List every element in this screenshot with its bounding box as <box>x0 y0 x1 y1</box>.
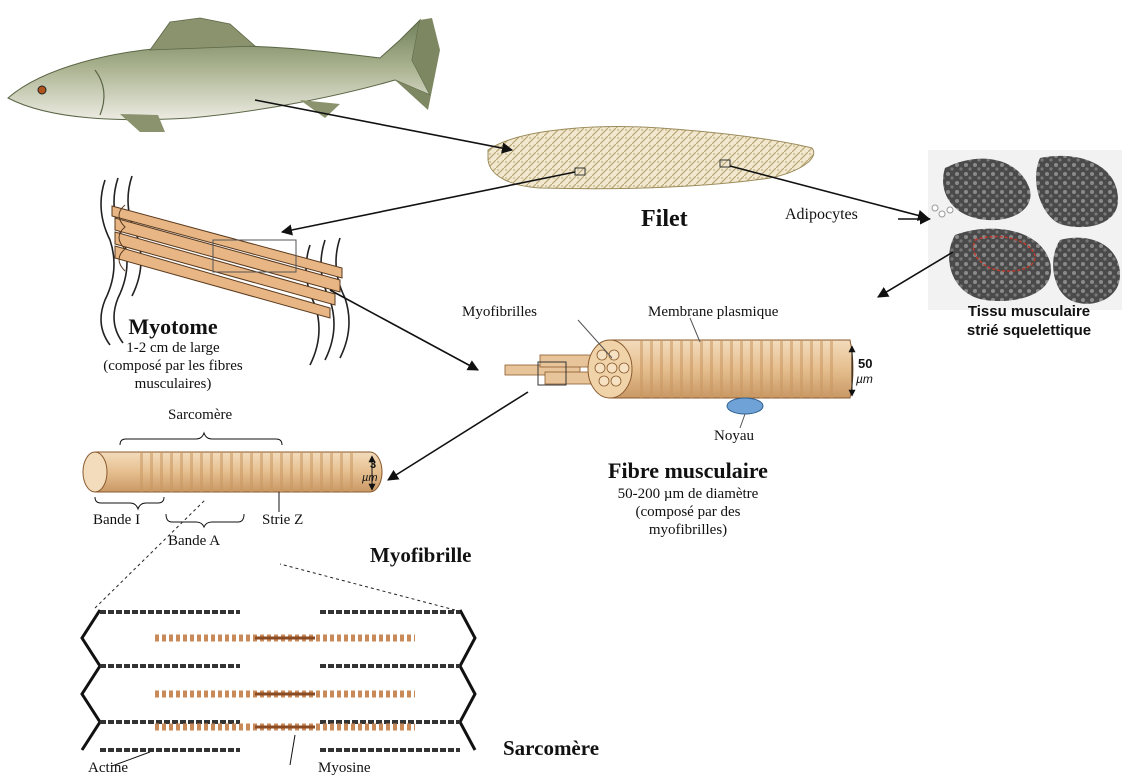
label-noyau: Noyau <box>714 428 754 445</box>
label-scale-3-unit: µm <box>362 472 378 485</box>
arrow-fish-to-filet <box>255 100 512 150</box>
label-myotome-title: Myotome <box>60 314 286 339</box>
label-tissu-line2: strié squelettique <box>935 322 1123 339</box>
label-filet: Filet <box>641 206 688 234</box>
label-tissu-line1: Tissu musculaire <box>935 303 1123 320</box>
label-scale-3: 3 <box>370 459 376 472</box>
label-fibre-line3: myofibrilles) <box>588 522 788 539</box>
label-sarcomere-bottom: Sarcomère <box>503 736 599 760</box>
label-scale-50: 50 <box>858 357 872 372</box>
sarcomere-illustration <box>82 500 475 766</box>
muscle-fiber-illustration <box>505 318 853 428</box>
arrow-fiber-to-myofibril <box>388 392 528 480</box>
tissue-cross-section <box>928 150 1122 310</box>
label-actine: Actine <box>88 760 128 777</box>
label-adipocytes: Adipocytes <box>785 206 858 224</box>
label-sarcomere-top: Sarcomère <box>168 407 232 424</box>
fish-illustration <box>8 18 440 132</box>
label-myotome-line3: musculaires) <box>60 376 286 393</box>
label-fibre-line1: 50-200 µm de diamètre <box>588 486 788 503</box>
label-myofibrille: Myofibrille <box>370 543 471 567</box>
label-bande-a: Bande A <box>168 533 220 550</box>
label-membrane: Membrane plasmique <box>648 304 778 321</box>
arrow-filet-to-myotome <box>282 172 575 232</box>
label-strie-z: Strie Z <box>262 512 303 529</box>
label-scale-50-unit: µm <box>856 373 873 387</box>
label-myosine: Myosine <box>318 760 371 777</box>
arrow-myotome-to-fiber <box>330 290 478 370</box>
label-fibre-line2: (composé par des <box>588 504 788 521</box>
label-bande-i: Bande I <box>93 512 140 529</box>
label-myofibrilles: Myofibrilles <box>462 304 537 321</box>
label-myotome-line2: (composé par les fibres <box>60 358 286 375</box>
label-fibre-title: Fibre musculaire <box>588 458 788 483</box>
label-myotome-line1: 1-2 cm de large <box>60 340 286 357</box>
